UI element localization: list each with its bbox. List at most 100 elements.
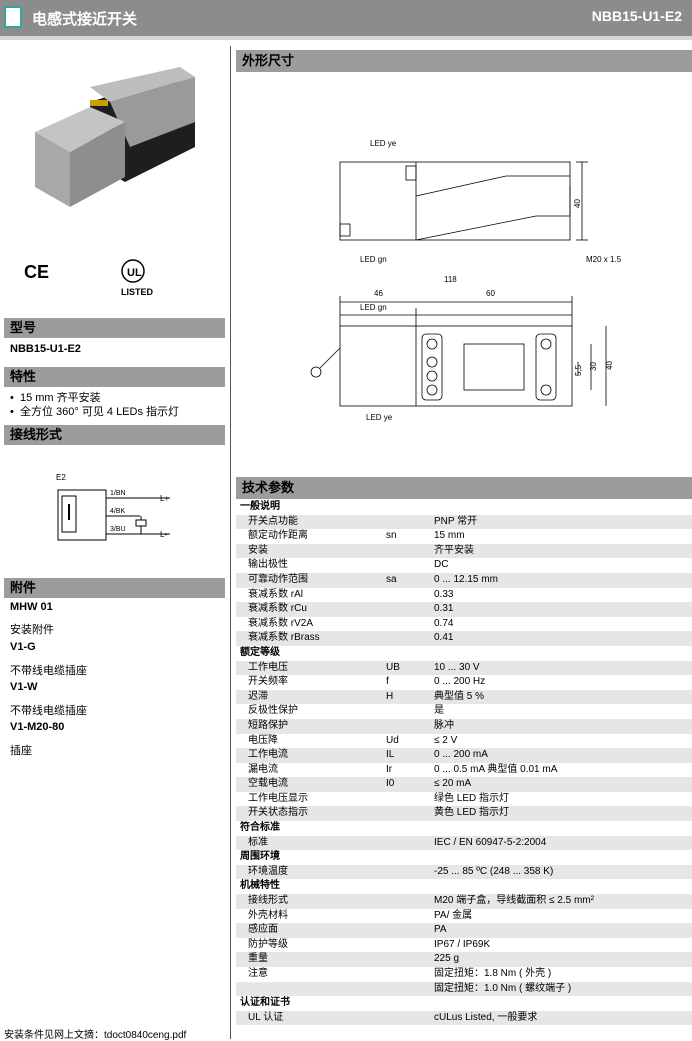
table-row: 固定扭矩：1.0 Nm ( 螺纹端子 ) [236,981,692,997]
dim-46: 46 [374,289,383,298]
param-label: 标准 [236,835,382,851]
ul-listed-label: LISTED [121,287,154,297]
param-label: 额定动作距离 [248,530,308,542]
accessory-code: MHW 01 [10,601,53,613]
header-bar: 电感式接近开关 NBB15-U1-E2 [0,0,692,36]
param-value: 0.41 [430,631,692,646]
table-category-row: 符合标准 [236,821,692,836]
accessory-code: V1-M20-80 [10,721,65,733]
param-value: 0 ... 0.5 mA 典型值 0.01 mA [434,763,558,775]
accessory-desc: 不带线电缆插座 [10,665,87,677]
param-value: PNP 常开 [430,514,692,530]
footer-note: 安装条件见网上文摘：tdoct0840ceng.pdf [4,1030,187,1041]
product-code: NBB15-U1-E2 [591,8,682,24]
param-symbol: f [386,676,389,688]
param-label: 电压降 [248,734,278,746]
param-value: 0.31 [430,602,692,617]
section-model: 型号 [4,318,225,338]
param-label: 开关频率 [248,676,288,688]
param-label: 重量 [236,952,382,967]
param-value: M20 端子盒，导线截面积 ≤ 2.5 mm² [430,894,692,909]
param-label: 外壳材料 [248,909,288,921]
param-label: 环境温度 [236,864,382,880]
param-symbol [382,588,430,603]
dimension-drawing: LED ye LED gn 40 M20 x 1.5 118 46 60 LED… [310,139,622,422]
category-label: 一般说明 [240,501,280,512]
param-label: 开关点功能 [236,514,382,530]
ul-listed-icon: UL [121,259,145,283]
table-row: 短路保护脉冲 [236,718,692,734]
category-label: 周围环境 [240,851,280,863]
param-label: 衰减系数 rAl [248,588,303,600]
param-label: UL 认证 [236,1010,382,1026]
table-category-row: 认证和证书 [236,996,692,1011]
param-value: 固定扭矩：1.0 Nm ( 螺纹端子 ) [430,981,692,997]
pin-1-label: 1/BN [110,490,126,497]
param-symbol [382,543,430,559]
param-value: IP67 / IP69K [434,938,491,950]
table-category-row: 机械特性 [236,879,692,894]
svg-text:UL: UL [127,267,142,279]
ce-mark-icon: CE [24,262,50,282]
dim-h40-top: 40 [573,199,582,208]
param-label: 反极性保护 [248,705,298,717]
param-value: ≤ 2 V [434,734,458,746]
pin-3-label: 3/BU [110,526,126,533]
param-value: IEC / EN 60947-5-2:2004 [430,835,692,851]
param-symbol [382,938,430,953]
section-accessories: 附件 [4,578,225,598]
table-row: 电压降 Ud ≤ 2 V [236,734,692,749]
table-row: 工作电压显示绿色 LED 指示灯 [236,792,692,807]
section-wiring: 接线形式 [4,425,225,445]
category-label: 额定等级 [240,646,280,658]
accessory-code: V1-G [10,641,36,653]
table-row: 开关点功能 PNP 常开 [236,514,692,530]
dim-led-gn-side: LED gn [360,303,387,312]
param-label [236,981,382,997]
param-value: 典型值 5 % [430,689,692,705]
param-symbol [382,514,430,530]
param-symbol [382,835,430,851]
table-category-row: 额定等级 [236,646,692,661]
category-label: 机械特性 [240,880,280,892]
param-value: PA [430,923,692,938]
param-symbol [382,792,430,807]
param-symbol: H [382,689,430,705]
param-label: 短路保护 [236,718,382,734]
wiring-diagram: E2 1/BN 4/BK 3/BU L+ L- [56,473,170,541]
dim-60: 60 [486,289,495,298]
param-symbol [382,894,430,909]
param-label: 感应面 [236,923,382,938]
page-title: 电感式接近开关 [32,11,138,28]
table-row: 标准 IEC / EN 60947-5-2:2004 [236,835,692,851]
table-row: 衰减系数 rAl 0.33 [236,588,692,603]
accessory-desc: 安装附件 [10,624,54,636]
column-divider [230,46,231,1039]
param-symbol [382,864,430,880]
param-value: 15 mm [434,530,465,542]
param-value: 10 ... 30 V [430,660,692,676]
dim-led-ye-top: LED ye [370,139,397,148]
param-symbol [382,952,430,967]
category-label: 符合标准 [240,822,280,834]
param-label: 开关状态指示 [236,806,382,822]
section-tech: 技术参数 [236,477,692,499]
param-symbol: Ud [386,734,399,746]
accessory-desc: 插座 [10,745,32,757]
param-value: 0.33 [434,588,454,600]
param-label: 工作电压显示 [248,792,308,804]
section-dimensions: 外形尺寸 [236,50,692,72]
model-value: NBB15-U1-E2 [10,343,81,355]
param-symbol [382,704,430,719]
table-row: 环境温度-25 ... 85 ºC (248 ... 358 K) [236,864,692,880]
param-value: ≤ 20 mA [430,777,692,792]
param-label: 漏电流 [248,763,278,775]
